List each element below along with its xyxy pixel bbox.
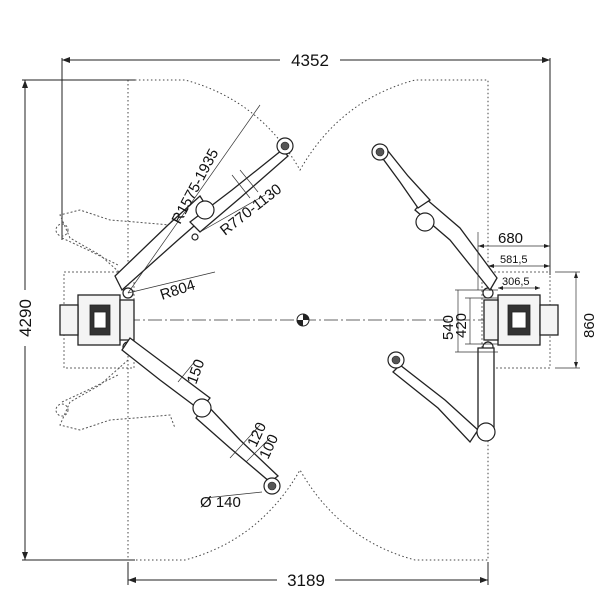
label-arm-width: 150: [184, 357, 209, 386]
label-base-860: 860: [581, 313, 598, 338]
label-overall-width: 4352: [291, 51, 329, 70]
dimension-overall-width: 4352: [61, 49, 551, 275]
label-overall-depth: 4290: [16, 299, 35, 337]
left-upper-arm: [114, 137, 294, 292]
label-radius-swing: R804: [158, 277, 197, 304]
right-upper-arm: [371, 143, 498, 292]
left-post: [59, 271, 135, 369]
dimension-overall-depth: 4290: [15, 79, 135, 561]
label-offset-680: 680: [498, 230, 523, 247]
left-lower-arm: [121, 337, 281, 495]
swing-area-outline: [127, 79, 489, 561]
label-depth-540: 540: [440, 315, 457, 340]
dimension-inner-width: 3189: [127, 562, 489, 590]
label-offset-306: 306,5: [502, 276, 530, 288]
right-post-dimensions: [455, 232, 580, 369]
right-lower-arm: [387, 347, 496, 444]
radius-indicators: [127, 104, 266, 294]
lower-arm-dimensions: [177, 359, 271, 499]
label-radius-pad-range: R770-1130: [217, 181, 285, 239]
left-ghost-arms: [55, 209, 176, 431]
label-depth-420: 420: [453, 313, 470, 338]
label-offset-581: 581,5: [500, 254, 528, 266]
center-axis: [60, 313, 560, 327]
label-pad-diameter: Ø 140: [200, 494, 241, 511]
label-inner-width: 3189: [287, 571, 325, 590]
